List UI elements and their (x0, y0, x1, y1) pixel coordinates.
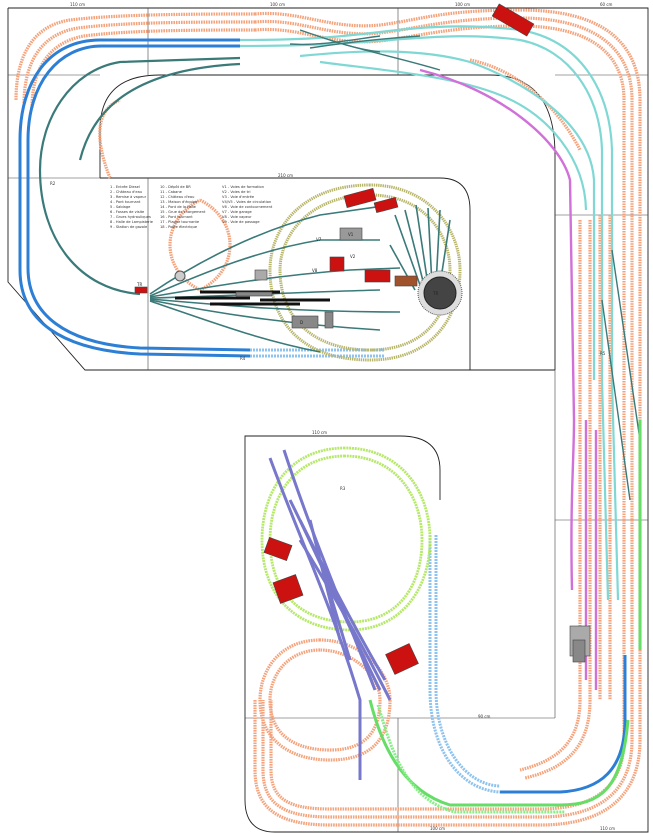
legend-item: 15 - Grue de chargement (160, 210, 206, 214)
orange-track-set (14, 8, 642, 827)
turntable: TR (417, 270, 463, 316)
dim-top-4: 60 cm (600, 2, 613, 7)
building-label-d: D (300, 320, 303, 325)
legend-item: V1 - Voies de formation (222, 185, 264, 189)
building-label-v8: V8 (312, 268, 318, 273)
purple-yard (268, 449, 392, 780)
lime-loop (260, 446, 432, 632)
legend-item: 3 - Remise à vapeur (110, 195, 147, 199)
legend-item: V7 - Voie garage (222, 210, 253, 214)
legend-item: 6 - Fosses de visite (110, 210, 145, 214)
legend-item: 17 - Plaque tournante (160, 220, 200, 224)
dimension-labels: 110 cm 100 cm 100 cm 60 cm 210 cm 110 cm… (50, 2, 615, 831)
dim-bottom: 100 cm (430, 826, 445, 831)
legend-item: 13 - Maison d'équipe (160, 200, 198, 204)
dim-bottom-right: 110 cm (600, 826, 615, 831)
dim-radius-2: R2 (50, 181, 56, 186)
blue-main-line (18, 38, 627, 794)
legend: 1 - Entrée Diesel 2 - Château d'eau 3 - … (110, 185, 273, 229)
dim-top-1: 110 cm (70, 2, 85, 7)
dim-yard: 210 cm (278, 173, 293, 178)
legend-item: V8 - Voie vapeur (222, 215, 252, 219)
legend-item: V9 - Voie de passage (222, 220, 260, 224)
legend-item: 14 - Pont de la halle (160, 205, 197, 209)
legend-item: 11 - Cabane (160, 190, 183, 194)
legend-item: 18 - Poste électrique (160, 225, 198, 229)
legend-item: 16 - Pont tournant (160, 215, 193, 219)
dim-lower: 110 cm (312, 430, 327, 435)
legend-item: V2 - Voies de tri (222, 190, 250, 194)
dim-top-2: 100 cm (270, 2, 285, 7)
teal-lines (38, 56, 241, 296)
building-label-v7: V7 (316, 237, 322, 242)
building-label-v1: V1 (348, 232, 354, 237)
magenta-line (419, 68, 598, 690)
dim-radius-4: R3 (340, 486, 346, 491)
legend-item: 12 - Château d'eau (160, 195, 194, 199)
legend-item: 7 - Grues hydrauliques (110, 215, 151, 219)
legend-item: 1 - Entrée Diesel (110, 185, 140, 189)
dim-radius: R4 (240, 356, 246, 361)
legend-item: 9 - Station de gazole (110, 225, 148, 229)
dim-lower-right: 90 cm (478, 714, 491, 719)
legend-item: 8 - Halle de Lampisterie (110, 220, 154, 224)
building-label-tr: TR (136, 282, 142, 287)
yard-buildings (134, 3, 591, 675)
legend-item: 2 - Château d'eau (110, 190, 142, 194)
legend-item: 5 - Sablage (110, 205, 131, 209)
teal-switch-lines (289, 29, 641, 501)
olive-loop (268, 183, 462, 362)
building-label-v2: V2 (350, 254, 356, 259)
legend-item: V6 - Voie de contournement (222, 205, 273, 209)
cyan-tracks (239, 25, 620, 601)
dim-top-3: 100 cm (455, 2, 470, 7)
svg-text:TR: TR (432, 291, 438, 296)
legend-item: 4 - Pont tournant (110, 200, 141, 204)
dim-radius-3: R5 (600, 351, 606, 356)
green-tracks (368, 420, 642, 814)
legend-item: V4/V5 - Voies de circulation (222, 200, 271, 204)
legend-item: V3 - Voie d'entrée (222, 195, 255, 199)
baseboard-outline (7, 7, 649, 833)
water-tower-icon (174, 270, 186, 282)
legend-item: 10 - Dépôt de BR (160, 185, 191, 189)
